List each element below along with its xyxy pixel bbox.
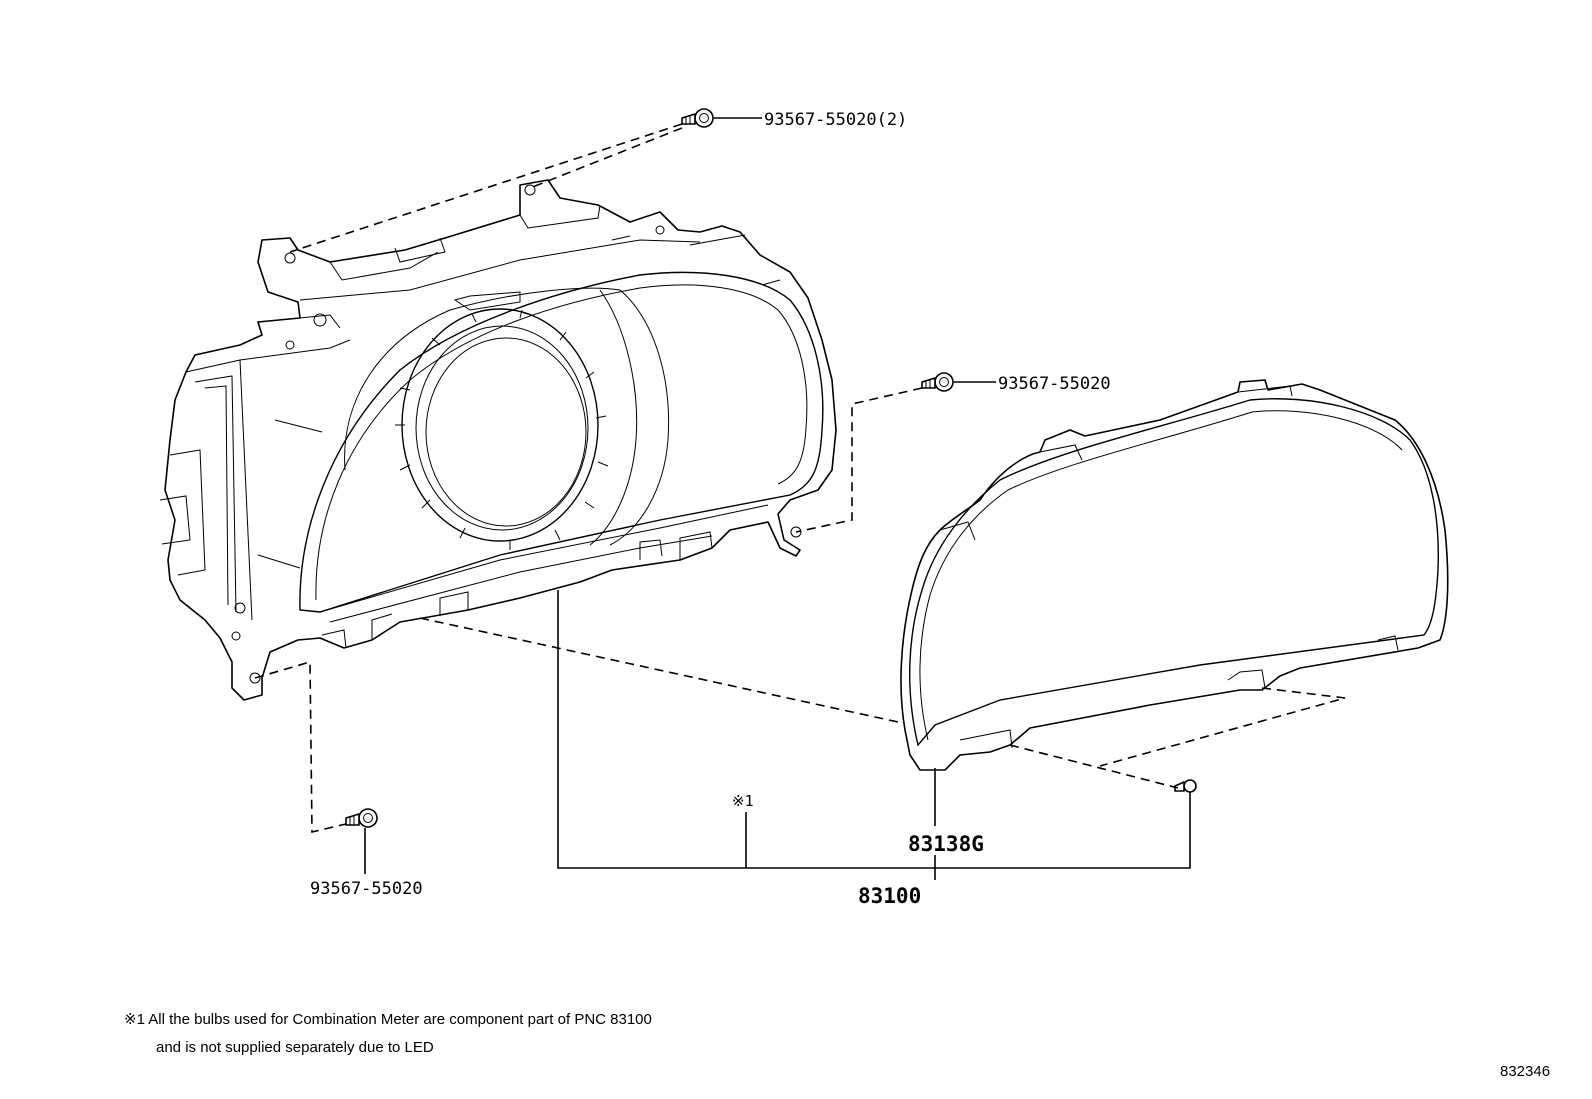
footnote-line-1: ※1 All the bulbs used for Combination Me…: [124, 1011, 652, 1028]
screw-right: [921, 372, 954, 392]
illustration-number: 832346: [1500, 1063, 1550, 1080]
callout-note-marker: ※1: [732, 792, 754, 810]
footnote-line-2: and is not supplied separately due to LE…: [156, 1039, 434, 1056]
meter-housing: [159, 179, 837, 701]
screw-lens: [1174, 779, 1197, 793]
assembly-lines: [254, 123, 1346, 834]
callout-lens: 83138G: [908, 832, 984, 856]
meter-lens: [900, 379, 1449, 771]
screw-top: [681, 108, 714, 128]
callout-assembly: 83100: [858, 884, 921, 908]
callout-screw-top: 93567-55020(2): [764, 110, 907, 130]
callout-screw-right: 93567-55020: [998, 374, 1111, 394]
callout-screw-bottom: 93567-55020: [310, 879, 423, 899]
screw-bottom: [345, 808, 378, 828]
leader-lines: [364, 117, 1191, 880]
